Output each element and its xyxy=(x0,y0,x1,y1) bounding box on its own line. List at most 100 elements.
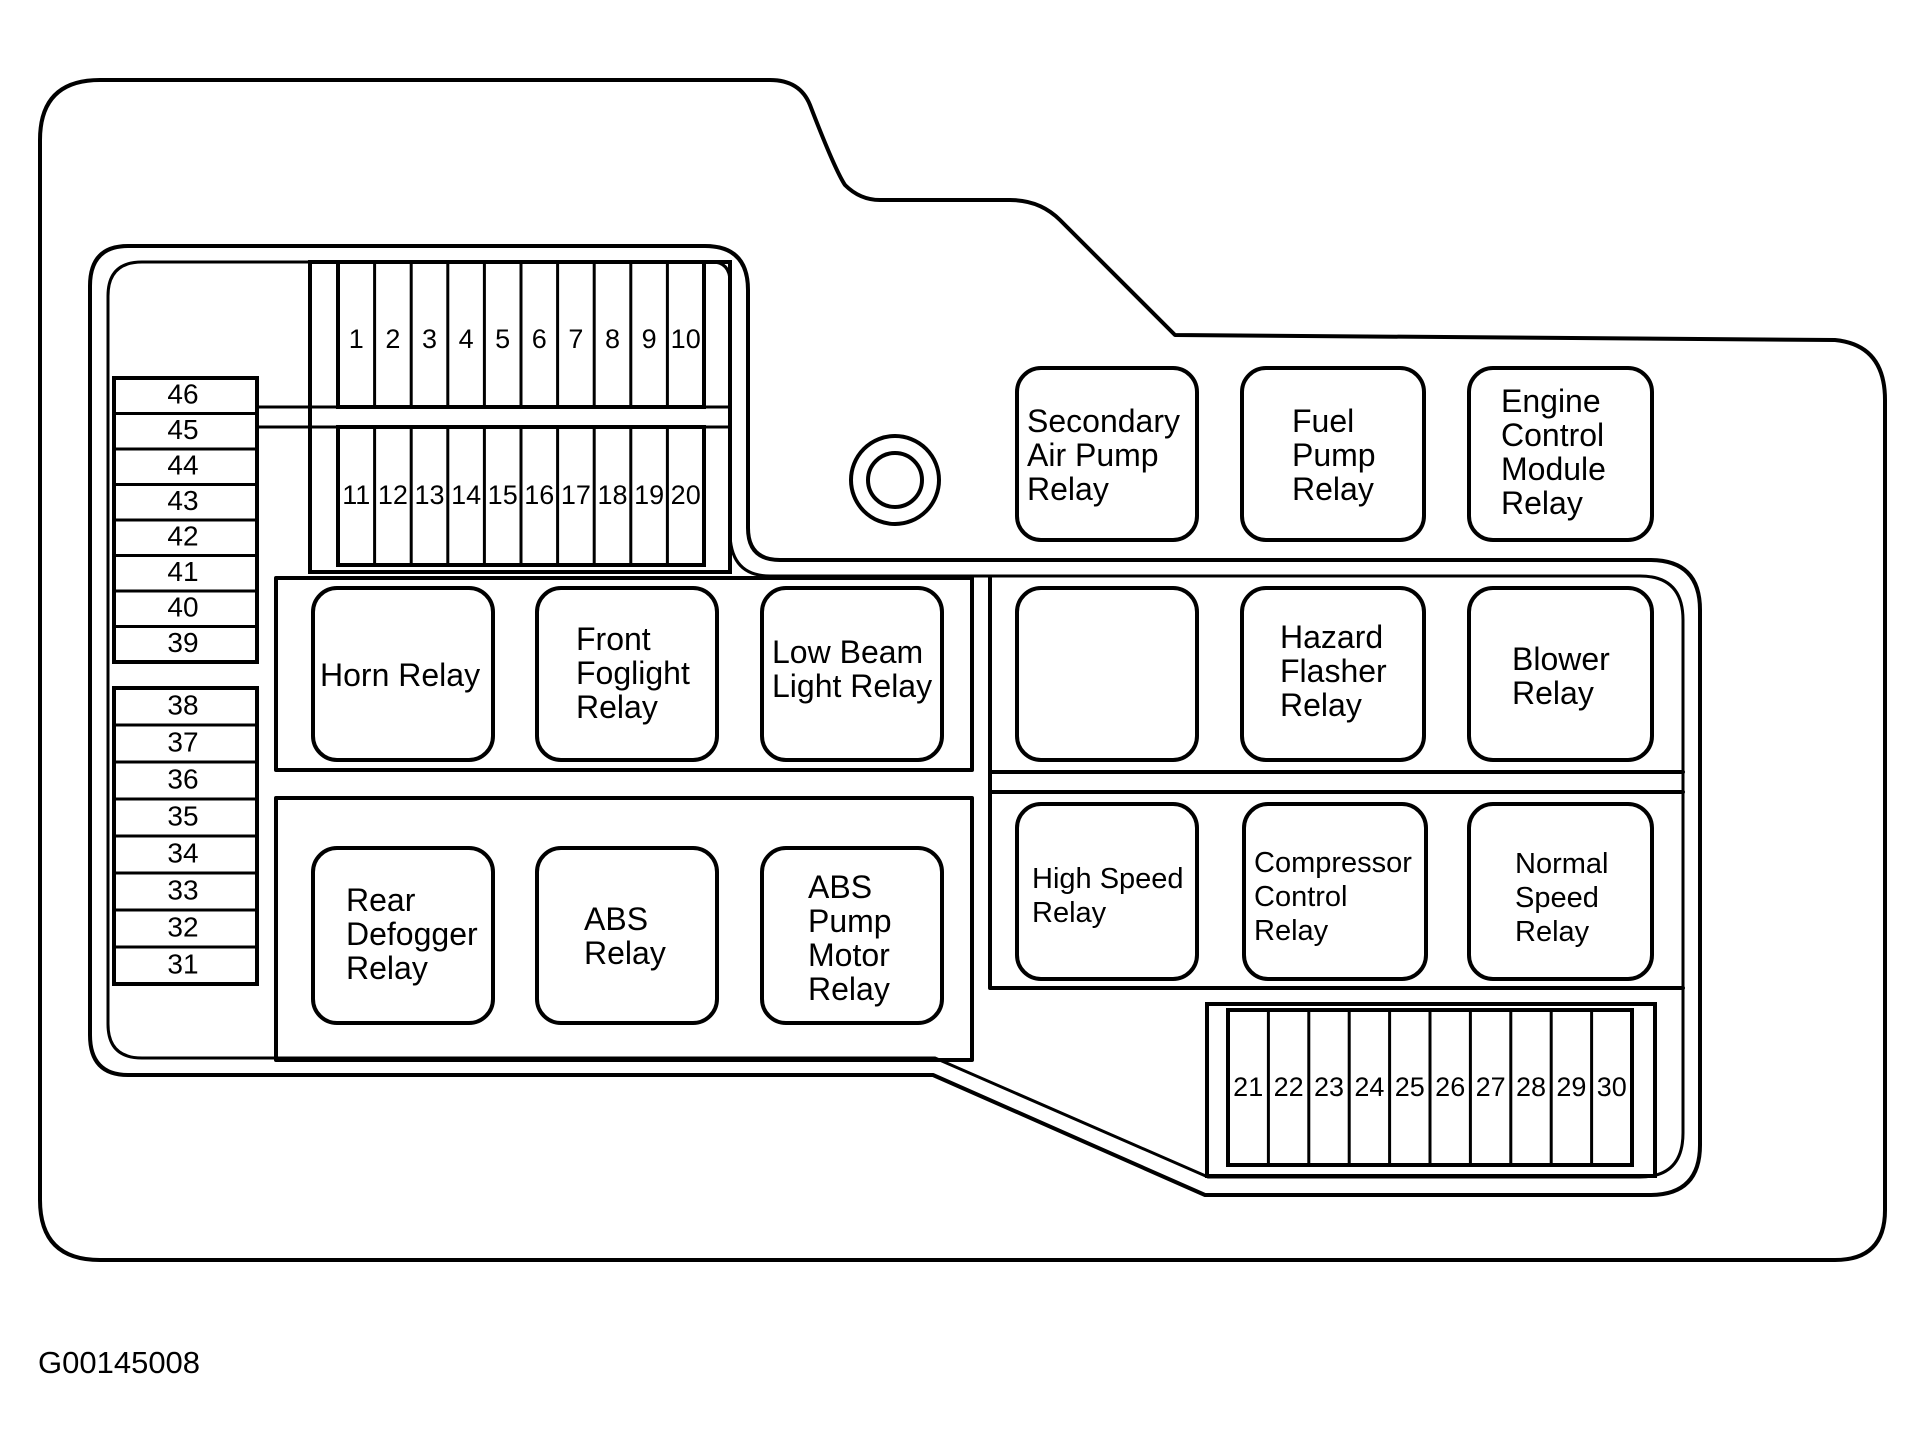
fuse-label: 20 xyxy=(671,480,701,510)
fuse-label: 12 xyxy=(378,480,408,510)
relay-empty xyxy=(1015,586,1199,762)
fuse-label: 25 xyxy=(1395,1072,1425,1102)
fuse-label: 42 xyxy=(167,521,198,552)
fuse-label: 7 xyxy=(568,324,583,354)
relay-label: Relay xyxy=(808,971,890,1007)
relay-label: ABS xyxy=(808,869,872,905)
fuse-label: 31 xyxy=(167,949,198,980)
relay-label: ABS xyxy=(584,901,648,937)
fuse-label: 29 xyxy=(1556,1072,1586,1102)
fuse-label: 16 xyxy=(524,480,554,510)
relay-label: Control xyxy=(1254,881,1348,913)
relay-label: Fuel xyxy=(1292,403,1354,439)
relay-label: Relay xyxy=(1032,897,1107,929)
fuse-label: 10 xyxy=(671,324,701,354)
relay-label: Air Pump xyxy=(1027,437,1159,473)
relay-label: Horn Relay xyxy=(320,657,480,693)
relay-panel-left-lower xyxy=(274,796,974,1062)
fuse-label: 34 xyxy=(167,838,198,869)
fuse-label: 30 xyxy=(1597,1072,1627,1102)
fuse-label: 5 xyxy=(495,324,510,354)
fuse-label: 45 xyxy=(167,414,198,445)
relay-label: Rear xyxy=(346,882,416,918)
fuse-label: 26 xyxy=(1435,1072,1465,1102)
fuse-box-inner-tray xyxy=(88,244,1702,1197)
fuse-box-outer-housing xyxy=(38,78,1887,1262)
fuse-label: 39 xyxy=(167,627,198,658)
relay-label: Foglight xyxy=(576,655,690,691)
fuse-label: 21 xyxy=(1233,1072,1263,1102)
fuse-label: 22 xyxy=(1274,1072,1304,1102)
relay-label: Relay xyxy=(1515,916,1590,948)
relay-label: Secondary xyxy=(1027,403,1180,439)
fuse-label: 40 xyxy=(167,592,198,623)
relay-label: Motor xyxy=(808,937,890,973)
relay-label: Compressor xyxy=(1254,847,1412,879)
relay-label: Pump xyxy=(808,903,892,939)
relay-label: Flasher xyxy=(1280,653,1387,689)
relay-label: Pump xyxy=(1292,437,1376,473)
fuse-label: 17 xyxy=(561,480,591,510)
relay-label: Relay xyxy=(1292,471,1374,507)
relay-label: Normal xyxy=(1515,848,1608,880)
fuse-label: 23 xyxy=(1314,1072,1344,1102)
fuse-block-top xyxy=(255,260,732,574)
fuse-label: 3 xyxy=(422,324,437,354)
fuse-label: 46 xyxy=(167,379,198,410)
relay-label: High Speed xyxy=(1032,863,1184,895)
fuse-label: 9 xyxy=(642,324,657,354)
relay-label: Defogger xyxy=(346,916,478,952)
fuse-label: 33 xyxy=(167,875,198,906)
relay-label: Relay xyxy=(1027,471,1109,507)
relay-label: Low Beam xyxy=(772,634,923,670)
relay-panel-left-upper xyxy=(274,576,974,772)
fuse-label: 18 xyxy=(597,480,627,510)
relay-panel-right xyxy=(988,576,1685,990)
relay-label: Front xyxy=(576,621,651,657)
fuse-label: 13 xyxy=(414,480,444,510)
fuse-label: 24 xyxy=(1354,1072,1384,1102)
relay-label: Blower xyxy=(1512,641,1610,677)
fuse-label: 11 xyxy=(342,480,370,510)
fuse-label: 1 xyxy=(349,324,364,354)
relay-label: Module xyxy=(1501,451,1606,487)
fuse-label: 37 xyxy=(167,727,198,758)
fuse-label: 32 xyxy=(167,912,198,943)
figure-code: G00145008 xyxy=(38,1345,201,1380)
relay-label: Relay xyxy=(1501,485,1583,521)
fuse-label: 44 xyxy=(167,450,198,481)
mounting-hole-icon xyxy=(849,434,941,526)
fuse-label: 28 xyxy=(1516,1072,1546,1102)
fuse-label: 38 xyxy=(167,690,198,721)
relay-label: Relay xyxy=(576,689,658,725)
relay-label: Relay xyxy=(1254,915,1329,947)
relay-label: Relay xyxy=(1512,675,1594,711)
relay-label: Control xyxy=(1501,417,1604,453)
relay-horn: Horn Relay xyxy=(311,586,495,762)
fuse-label: 15 xyxy=(488,480,518,510)
fuse-label: 19 xyxy=(634,480,664,510)
fuse-label: 6 xyxy=(532,324,547,354)
relay-label: Relay xyxy=(346,950,428,986)
relay-label: Engine xyxy=(1501,383,1601,419)
relay-label: Relay xyxy=(584,935,666,971)
fuse-label: 36 xyxy=(167,764,198,795)
fuse-label: 41 xyxy=(167,556,198,587)
fuse-label: 8 xyxy=(605,324,620,354)
fuse-label: 14 xyxy=(451,480,481,510)
